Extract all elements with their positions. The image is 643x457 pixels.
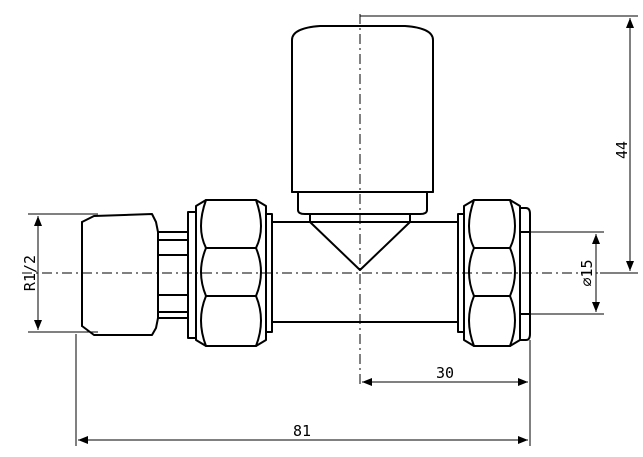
diameter-label: ⌀15	[578, 259, 596, 286]
valve-cap	[291, 25, 434, 215]
valve-body	[271, 221, 459, 323]
left-union-nut	[195, 199, 273, 347]
right-compression-nut	[457, 199, 531, 347]
dimension-diameter: ⌀15	[578, 234, 600, 312]
overall-length-label: 81	[293, 422, 311, 440]
dimension-thread: R1/2	[21, 216, 42, 330]
thread-label: R1/2	[21, 255, 39, 291]
height-label: 44	[613, 141, 631, 159]
dimension-overall-length: 81	[78, 422, 528, 444]
thread-tail	[81, 211, 197, 339]
dimension-height: 44	[613, 18, 634, 271]
dimension-center-to-end: 30	[362, 364, 528, 386]
center-to-end-label: 30	[436, 364, 454, 382]
diameter-value: 15	[578, 259, 596, 277]
diameter-symbol: ⌀	[578, 278, 596, 287]
extension-lines	[28, 15, 638, 446]
